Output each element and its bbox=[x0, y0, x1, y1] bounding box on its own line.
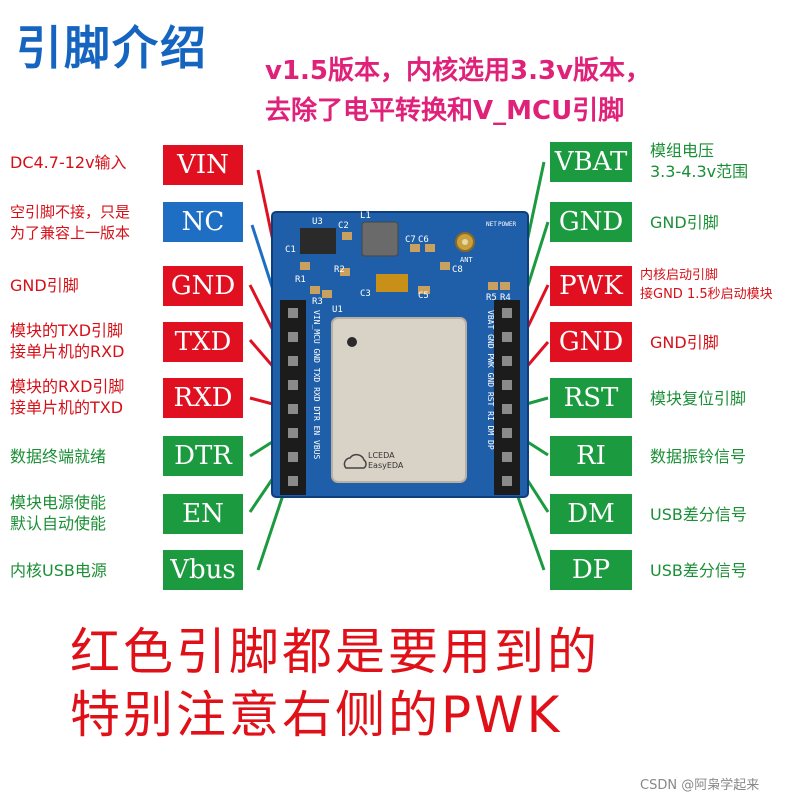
pin-desc-en: 模块电源使能默认自动使能 bbox=[10, 493, 107, 533]
pin-tag-gnd-right1: GND bbox=[550, 202, 632, 242]
pin-tag-ri: RI bbox=[550, 436, 632, 476]
pin-tag-dtr: DTR bbox=[163, 436, 243, 476]
silk-r2: R2 bbox=[334, 265, 345, 275]
silk-r3: R3 bbox=[312, 297, 323, 307]
left-pin-header bbox=[280, 300, 306, 495]
pin-desc-txd: 模块的TXD引脚接单片机的RXD bbox=[10, 321, 125, 361]
silk-c1: C1 bbox=[285, 245, 296, 255]
l1-inductor bbox=[361, 221, 399, 257]
pin-tag-gnd-right2: GND bbox=[550, 322, 632, 362]
pin-tag-rxd: RXD bbox=[163, 378, 243, 418]
left-silk-labels: VIN_MCU GND TXD RXD DTR EN VBUS bbox=[312, 310, 321, 459]
pin-desc-ri: 数据振铃信号 bbox=[650, 447, 747, 466]
silk-c7: C7 bbox=[405, 235, 416, 245]
c3-capacitor bbox=[376, 274, 408, 292]
silk-u3: U3 bbox=[312, 217, 323, 227]
pin-desc-gnd-right1: GND引脚 bbox=[650, 213, 719, 232]
version-note-line1: v1.5版本，内核选用3.3v版本， bbox=[265, 56, 652, 86]
pin-tag-pwk: PWK bbox=[550, 266, 632, 306]
pin-desc-dm: USB差分信号 bbox=[650, 505, 747, 524]
silk-c8: C8 bbox=[452, 265, 463, 275]
pin-desc-vbus: 内核USB电源 bbox=[10, 561, 107, 580]
pin-tag-en: EN bbox=[163, 494, 243, 534]
version-note-line2: 去除了电平转换和V_MCU引脚 bbox=[265, 96, 625, 126]
silk-u1: U1 bbox=[332, 305, 343, 315]
pin-desc-gnd-left: GND引脚 bbox=[10, 276, 79, 295]
pin-tag-dm: DM bbox=[550, 494, 632, 534]
silk-c2: C2 bbox=[338, 221, 349, 231]
pin-tag-rst: RST bbox=[550, 378, 632, 418]
watermark: CSDN @阿枭学起来 bbox=[640, 778, 760, 793]
pin-desc-nc: 空引脚不接，只是为了兼容上一版本 bbox=[10, 203, 131, 242]
silk-r1: R1 bbox=[295, 275, 306, 285]
right-silk-labels: VBAT GND PWK GND RST RI DM DP bbox=[486, 310, 495, 450]
page-title: 引脚介绍 bbox=[16, 21, 208, 75]
pin-tag-vin: VIN bbox=[163, 145, 243, 185]
note-red-pins: 红色引脚都是要用到的 bbox=[70, 623, 600, 681]
silk-r5: R5 bbox=[486, 293, 497, 303]
logo-easyeda: EasyEDA bbox=[368, 461, 404, 470]
silk-ant: ANT bbox=[460, 256, 473, 264]
pin-desc-dp: USB差分信号 bbox=[650, 561, 747, 580]
pin-tag-vbat: VBAT bbox=[550, 142, 632, 182]
logo-lceda: LCEDA bbox=[368, 451, 395, 460]
pin-desc-gnd-right2: GND引脚 bbox=[650, 333, 719, 352]
pin-desc-pwk: 内核启动引脚接GND 1.5秒启动模块 bbox=[640, 268, 773, 302]
pin-desc-rst: 模块复位引脚 bbox=[650, 389, 747, 408]
pin-tag-nc: NC bbox=[163, 202, 243, 242]
u3-chip bbox=[300, 228, 336, 254]
silk-c6: C6 bbox=[418, 235, 429, 245]
pin1-marker bbox=[347, 337, 357, 347]
easyeda-cloud-icon bbox=[343, 454, 367, 469]
module-shield bbox=[331, 317, 467, 483]
silk-power: POWER bbox=[498, 221, 516, 228]
pin-tag-vbus: Vbus bbox=[163, 550, 243, 590]
pin-desc-rxd: 模块的RXD引脚接单片机的TXD bbox=[10, 377, 125, 417]
silk-l1: L1 bbox=[360, 211, 371, 221]
pin-desc-dtr: 数据终端就绪 bbox=[10, 447, 107, 466]
silk-c3: C3 bbox=[360, 289, 371, 299]
silk-c5: C5 bbox=[418, 291, 429, 301]
pin-tag-txd: TXD bbox=[163, 322, 243, 362]
right-pin-header bbox=[494, 300, 520, 495]
note-pwk: 特别注意右侧的PWK bbox=[70, 686, 563, 744]
pin-tag-gnd-left: GND bbox=[163, 266, 243, 306]
pin-desc-vin: DC4.7-12v输入 bbox=[10, 153, 127, 172]
silk-net: NET bbox=[486, 221, 497, 228]
silk-r4: R4 bbox=[500, 293, 511, 303]
pin-tag-dp: DP bbox=[550, 550, 632, 590]
